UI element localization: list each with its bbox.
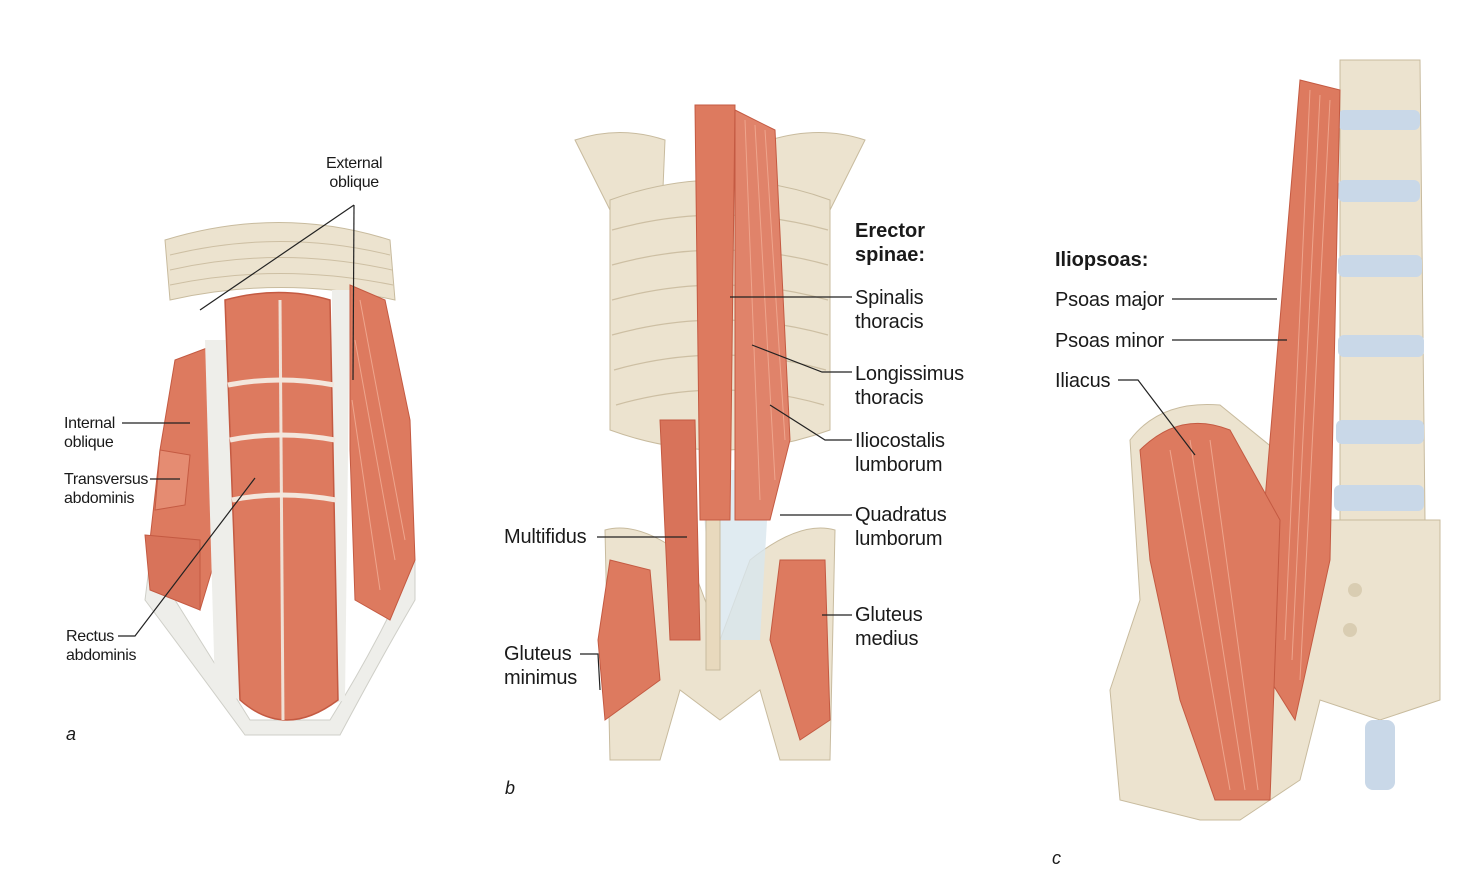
iliopsoas-drawing: [1109, 59, 1441, 821]
heading-erector-spinae: Erector spinae:: [855, 220, 926, 266]
leader-iliacus: [1118, 379, 1196, 456]
label-quadratus-lumborum: Quadratus lumborum: [855, 504, 947, 550]
multifidus-muscle: [659, 419, 701, 641]
back-drawing: [574, 104, 866, 761]
panel-b-leaders: [580, 296, 852, 691]
label-iliocostalis-lumborum: Iliocostalis lumborum: [855, 430, 945, 476]
label-spinalis-thoracis: Spinalis thoracis: [855, 287, 924, 333]
label-gluteus-minimus: Gluteus minimus: [504, 643, 578, 689]
leader-longissimus: [751, 344, 852, 373]
label-rectus-abdominis: Rectus abdominis: [66, 628, 137, 665]
label-longissimus-thoracis: Longissimus thoracis: [855, 363, 964, 409]
label-psoas-major: Psoas major: [1055, 289, 1164, 311]
panel-letter-b: b: [505, 778, 516, 798]
label-gluteus-medius: Gluteus medius: [855, 604, 923, 650]
transversus-muscle: [154, 449, 191, 511]
leader-external-oblique-2: [352, 204, 355, 381]
label-psoas-minor: Psoas minor: [1055, 330, 1164, 352]
leader-iliocostalis: [769, 404, 852, 441]
external-oblique-muscle: [349, 284, 416, 621]
label-transversus-abdominis: Transversus abdominis: [64, 471, 149, 508]
panel-c-leaders: [1118, 298, 1287, 456]
panel-letter-c: c: [1052, 848, 1061, 868]
label-external-oblique: External oblique: [326, 155, 383, 192]
heading-iliopsoas: Iliopsoas:: [1055, 249, 1149, 271]
spinalis-muscle: [694, 104, 736, 521]
iliacus-muscle: [1139, 422, 1281, 801]
leader-external-oblique-1: [199, 204, 355, 311]
label-internal-oblique: Internal oblique: [64, 415, 115, 452]
gluteus-medius-muscle: [769, 559, 831, 741]
panel-a-leaders: [118, 204, 355, 637]
leader-rectus: [118, 477, 256, 637]
leader-gluteus-minimus: [580, 653, 601, 691]
label-multifidus: Multifidus: [504, 526, 587, 548]
abdominal-wall-drawing: [144, 222, 416, 736]
gluteus-minimus-muscle: [597, 559, 661, 721]
label-iliacus: Iliacus: [1055, 370, 1111, 392]
panel-letter-a: a: [66, 724, 77, 744]
